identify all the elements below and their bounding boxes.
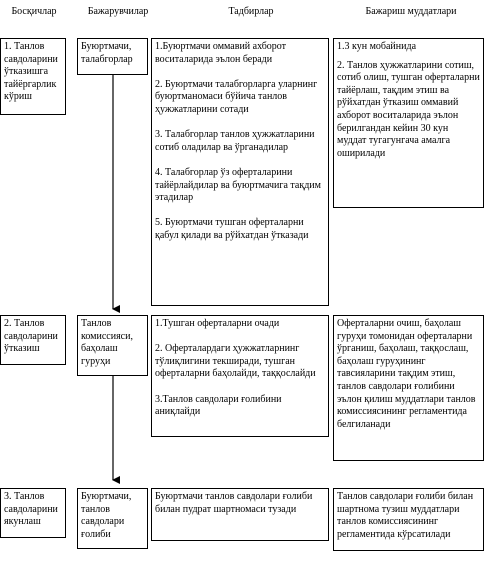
activity-1-4: 4. Талабгорлар ўз оферталарини тайёрлайд… — [155, 166, 321, 204]
executor-3-label: Буюртмачи, танлов савдолари ғолиби — [81, 491, 132, 540]
header-activities: Тадбирлар — [228, 6, 274, 17]
deadline-1-1: 1.3 кун мобайнида — [337, 41, 417, 52]
executor-1-label: Буюртмачи, талабгорлар — [81, 41, 133, 65]
activities-3-box: Буюртмачи танлов савдолари ғолиби билан … — [151, 488, 329, 541]
executor-2-box: Танлов комиссияси, баҳолаш гуруҳи — [77, 315, 148, 376]
stage-1-label: 1. Танлов савдоларини ўтказишга тайёргар… — [4, 41, 58, 103]
deadline-2-1: Оферталарни очиш, баҳолаш гуруҳи томонид… — [337, 318, 476, 430]
activity-3-1: Буюртмачи танлов савдолари ғолиби билан … — [155, 491, 313, 515]
executor-2-label: Танлов комиссияси, баҳолаш гуруҳи — [81, 318, 133, 367]
deadline-1-2: 2. Танлов ҳужжатларини сотиш, сотиб олиш… — [337, 59, 480, 159]
activity-1-5: 5. Буюртмачи тушган оферталарни қабул қи… — [155, 217, 309, 241]
header-deadlines: Бажариш муддатлари — [365, 6, 457, 17]
activity-2-2: 2. Оферталардаги ҳужжатларнинг тўлиқлиги… — [155, 343, 316, 380]
deadline-3-1: Танлов савдолари ғолиби билан шартнома т… — [337, 491, 474, 540]
stage-2-box: 2. Танлов савдоларини ўтказиш — [0, 315, 66, 365]
deadlines-2-box: Оферталарни очиш, баҳолаш гуруҳи томонид… — [333, 315, 484, 461]
activity-1-3: 3. Талабгорлар танлов ҳужжатларини сотиб… — [155, 129, 315, 153]
activity-1-1: 1.Буюртмачи оммавий ахборот воситаларида… — [155, 41, 287, 65]
activity-2-1: 1.Тушган оферталарни очади — [155, 318, 280, 329]
deadlines-1-box: 1.3 кун мобайнида 2. Танлов ҳужжатларини… — [333, 38, 484, 208]
header-stages: Босқичлар — [11, 6, 57, 17]
header-executors: Бажарувчилар — [87, 6, 149, 17]
activities-2-box: 1.Тушган оферталарни очади 2. Оферталард… — [151, 315, 329, 437]
activity-2-3: 3.Танлов савдолари ғолибини аниқлайди — [155, 393, 282, 418]
stage-2-label: 2. Танлов савдоларини ўтказиш — [4, 318, 58, 355]
stage-3-label: 3. Танлов савдоларини якунлаш — [4, 491, 58, 528]
executor-1-box: Буюртмачи, талабгорлар — [77, 38, 148, 75]
executor-3-box: Буюртмачи, танлов савдолари ғолиби — [77, 488, 148, 549]
activity-1-2: 2. Буюртмачи талабгорларга уларнинг буюр… — [155, 78, 318, 115]
stage-3-box: 3. Танлов савдоларини якунлаш — [0, 488, 66, 538]
deadlines-3-box: Танлов савдолари ғолиби билан шартнома т… — [333, 488, 484, 551]
stage-1-box: 1. Танлов савдоларини ўтказишга тайёргар… — [0, 38, 66, 115]
activities-1-box: 1.Буюртмачи оммавий ахборот воситаларида… — [151, 38, 329, 306]
